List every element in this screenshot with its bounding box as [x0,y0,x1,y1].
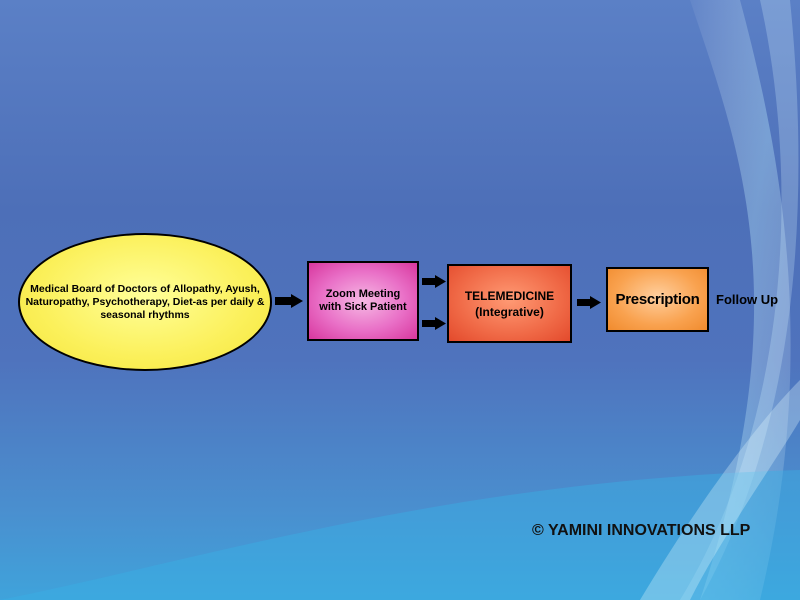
follow-up-label: Follow Up [716,292,779,307]
telemedicine-node: TELEMEDICINE (Integrative) [447,264,572,343]
zoom-meeting-label-line2: with Sick Patient [319,301,407,313]
arrow-tele-to-prescription [577,296,601,309]
medical-board-label: Medical Board of Doctors of Allopathy, A… [25,282,265,321]
arrow-zoom-to-tele-upper [422,275,446,288]
arrow-zoom-to-tele-lower [422,317,446,330]
telemedicine-label-line1: TELEMEDICINE [464,288,555,303]
arrow-board-to-zoom [275,294,303,308]
prescription-label: Prescription [615,291,700,308]
prescription-node: Prescription [606,267,709,332]
zoom-meeting-label-line1: Zoom Meeting [325,288,401,300]
copyright-text: © YAMINI INNOVATIONS LLP [532,522,751,539]
zoom-meeting-node: Zoom Meeting with Sick Patient [307,261,419,341]
telemedicine-label-line2: (Integrative) [475,304,544,319]
medical-board-node: Medical Board of Doctors of Allopathy, A… [18,233,272,371]
